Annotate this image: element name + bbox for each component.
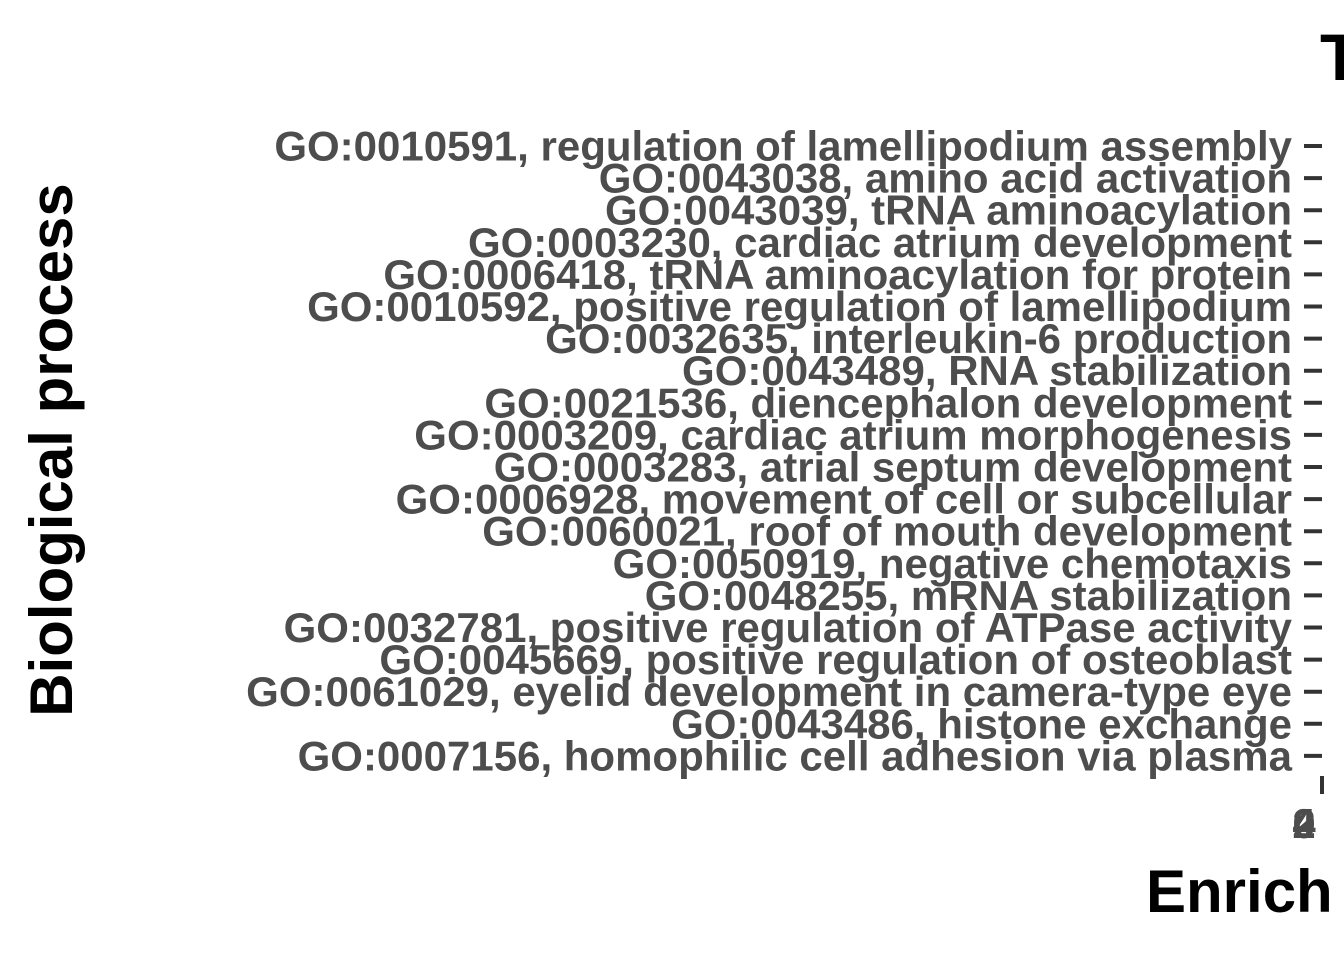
y-tick-label: GO:0006928, movement of cell or subcellu… xyxy=(396,476,1292,523)
y-tick-label: GO:0043039, tRNA aminoacylation xyxy=(605,187,1292,234)
y-tick-label: GO:0003283, atrial septum development xyxy=(494,444,1292,491)
y-axis-title: Biological process xyxy=(18,183,85,717)
y-tick-label: GO:0007156, homophilic cell adhesion via… xyxy=(298,732,1293,779)
chart-title: T xyxy=(1320,20,1344,94)
y-axis-labels: GO:0010591, regulation of lamellipodium … xyxy=(246,123,1292,780)
y-tick-label: GO:0048255, mRNA stabilization xyxy=(645,572,1292,619)
y-tick-label: GO:0010591, regulation of lamellipodium … xyxy=(274,123,1292,170)
x-tick-label: 2 xyxy=(1292,800,1315,847)
y-tick-label: GO:0003209, cardiac atrium morphogenesis xyxy=(414,411,1292,458)
y-tick-label: GO:0006418, tRNA aminoacylation for prot… xyxy=(383,251,1292,298)
y-tick-label: GO:0021536, diencephalon development xyxy=(484,379,1292,426)
y-tick-label: GO:0045669, positive regulation of osteo… xyxy=(379,636,1292,683)
y-tick-label: GO:0061029, eyelid development in camera… xyxy=(246,668,1292,715)
y-tick-label: GO:0043038, amino acid activation xyxy=(599,155,1292,202)
y-tick-label: GO:0060021, roof of mouth development xyxy=(482,508,1292,555)
y-tick-label: GO:0043486, histone exchange xyxy=(671,700,1292,747)
x-axis: 024 xyxy=(1292,776,1324,847)
y-tick-label: GO:0043489, RNA stabilization xyxy=(682,347,1292,394)
y-tick-label: GO:0032635, interleukin-6 production xyxy=(545,315,1292,362)
y-tick-label: GO:0003230, cardiac atrium development xyxy=(468,219,1292,266)
x-tick-label: 4 xyxy=(1292,800,1316,847)
y-axis-ticks xyxy=(1304,144,1322,758)
x-tick-label: 0 xyxy=(1292,800,1315,847)
x-axis-title: Enrich xyxy=(1146,858,1333,925)
y-tick-label: GO:0010592, positive regulation of lamel… xyxy=(307,283,1292,330)
y-tick-label: GO:0050919, negative chemotaxis xyxy=(613,540,1292,587)
y-tick-label: GO:0032781, positive regulation of ATPas… xyxy=(284,604,1293,651)
